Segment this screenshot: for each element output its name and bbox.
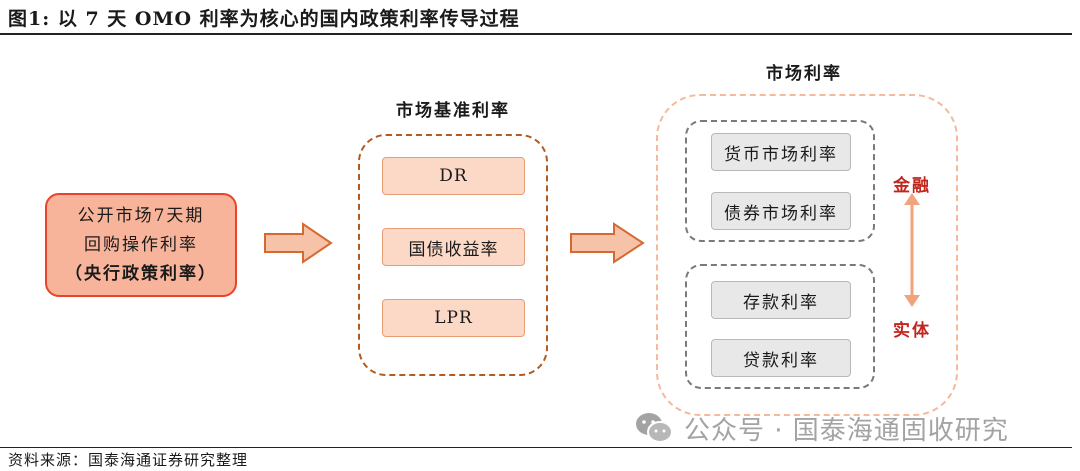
watermark: 公众号 · 国泰海通固收研究	[634, 408, 1009, 448]
benchmark-item-treasury-yield: 国债收益率	[382, 228, 525, 266]
benchmark-container	[358, 134, 548, 376]
source-note: 资料来源：国泰海通证券研究整理	[8, 451, 249, 469]
double-arrow-icon	[904, 193, 920, 307]
financial-label: 金融	[893, 176, 931, 196]
money-market-rate: 货币市场利率	[711, 133, 851, 171]
real-economy-group	[685, 264, 875, 389]
right-arrow-icon	[570, 222, 645, 264]
wechat-icon	[636, 413, 673, 443]
figure-title: 图1: 以 7 天 OMO 利率为核心的国内政策利率传导过程	[8, 8, 520, 30]
bond-market-rate: 债券市场利率	[711, 192, 851, 230]
deposit-rate: 存款利率	[711, 281, 851, 319]
benchmark-item-lpr: LPR	[382, 299, 525, 337]
policy-rate-line-1: 公开市场7天期	[77, 205, 205, 226]
benchmark-item-dr: DR	[382, 157, 525, 195]
footer-rule	[0, 447, 1072, 448]
financial-group	[685, 120, 875, 242]
market-heading: 市场利率	[766, 64, 842, 84]
loan-rate: 贷款利率	[711, 339, 851, 377]
right-arrow-icon	[264, 222, 333, 264]
policy-rate-line-3: （央行政策利率）	[65, 263, 217, 284]
policy-rate-line-2: 回购操作利率	[84, 234, 198, 255]
watermark-text: 公众号 · 国泰海通固收研究	[684, 415, 1009, 446]
real-economy-label: 实体	[893, 321, 931, 341]
market-container	[656, 94, 958, 416]
benchmark-heading: 市场基准利率	[396, 101, 510, 121]
policy-rate-box: 公开市场7天期 回购操作利率 （央行政策利率）	[45, 193, 237, 297]
title-rule	[0, 33, 1072, 35]
